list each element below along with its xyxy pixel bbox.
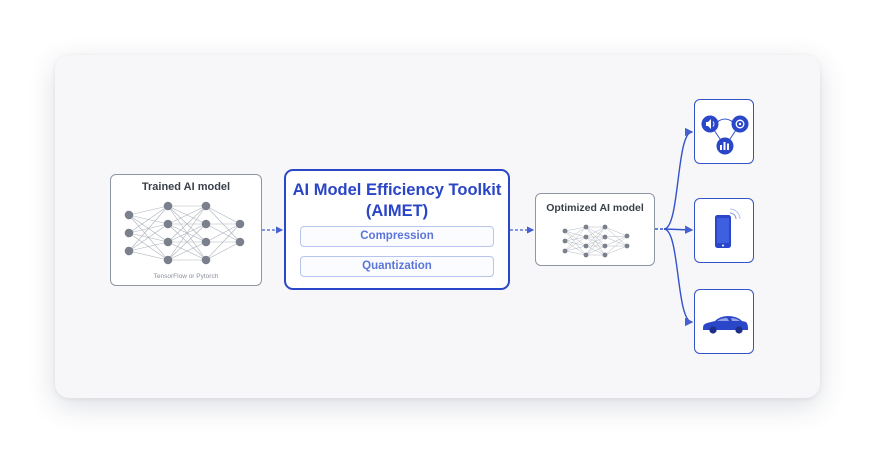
network-edge xyxy=(564,240,587,256)
network-node xyxy=(201,237,211,247)
trained-model-box: Trained AI model TensorFlow or Pytorch xyxy=(110,174,262,286)
trained-model-subtitle: TensorFlow or Pytorch xyxy=(153,273,219,280)
network-edge xyxy=(564,240,587,247)
network-node xyxy=(163,219,173,229)
network-node xyxy=(562,248,568,254)
network-edge xyxy=(585,226,606,238)
network-node xyxy=(124,210,134,220)
network-edge xyxy=(585,236,606,256)
network-node xyxy=(624,233,630,239)
network-edge xyxy=(205,241,241,261)
network-edge xyxy=(564,226,587,252)
aimet-title-line1: AI Model Efficiency Toolkit xyxy=(292,181,502,199)
network-node xyxy=(602,224,608,230)
network-node xyxy=(624,243,630,249)
trained-network-icon xyxy=(124,201,245,265)
iot-devices-icon xyxy=(701,115,749,155)
network-edge xyxy=(585,245,606,256)
aimet-title: AI Model Efficiency Toolkit (AIMET) xyxy=(286,180,508,222)
network-node xyxy=(583,243,589,249)
network-edge xyxy=(564,226,587,232)
network-edge xyxy=(585,226,606,256)
network-node xyxy=(562,238,568,244)
network-node xyxy=(235,219,245,229)
network-node xyxy=(124,228,134,238)
network-edge xyxy=(604,235,628,238)
network-edge xyxy=(604,245,628,256)
network-node xyxy=(163,201,173,211)
network-edge xyxy=(128,205,169,216)
network-node xyxy=(163,255,173,265)
car-icon xyxy=(703,316,748,334)
network-edge xyxy=(128,223,169,252)
network-node xyxy=(235,237,245,247)
network-edge xyxy=(585,226,606,247)
optimized-network-icon xyxy=(562,224,630,258)
device-iot-box xyxy=(694,99,754,164)
network-edge xyxy=(205,205,241,225)
network-edge xyxy=(205,223,241,243)
network-node xyxy=(201,219,211,229)
network-edge xyxy=(604,235,628,256)
network-edge xyxy=(167,205,207,261)
network-edge xyxy=(167,223,207,261)
network-node xyxy=(562,228,568,234)
speaker-icon xyxy=(701,115,719,133)
network-edge xyxy=(604,226,628,237)
network-edge xyxy=(564,230,587,256)
optimized-model-title: Optimized AI model xyxy=(546,202,644,214)
network-edge xyxy=(167,205,207,243)
network-node xyxy=(124,246,134,256)
network-edge xyxy=(564,236,587,252)
device-car-box xyxy=(694,289,754,354)
network-edge xyxy=(585,236,606,247)
network-node xyxy=(163,237,173,247)
network-edge xyxy=(564,250,587,256)
network-edge xyxy=(128,205,169,234)
network-edge xyxy=(604,236,628,247)
network-edge xyxy=(167,205,207,225)
network-edge xyxy=(167,241,207,261)
camera-icon xyxy=(731,115,749,133)
network-node xyxy=(602,252,608,258)
network-edge xyxy=(564,226,587,242)
network-edge xyxy=(128,250,169,261)
network-node xyxy=(583,224,589,230)
aimet-title-line2: (AIMET) xyxy=(365,202,429,220)
quantization-pill: Quantization xyxy=(300,256,494,277)
network-edge xyxy=(564,230,587,247)
device-phone-box xyxy=(694,198,754,263)
network-edge xyxy=(564,245,587,252)
network-node xyxy=(602,234,608,240)
trained-model-title: Trained AI model xyxy=(141,181,231,193)
smartphone-icon xyxy=(715,208,741,248)
network-node xyxy=(602,243,608,249)
chart-icon xyxy=(716,137,734,155)
network-edge xyxy=(604,235,628,247)
network-edge xyxy=(128,205,169,252)
network-edge xyxy=(205,223,241,261)
network-node xyxy=(201,201,211,211)
network-node xyxy=(201,255,211,265)
network-edge xyxy=(128,241,169,252)
compression-pill: Compression xyxy=(300,226,494,247)
optimized-model-box: Optimized AI model xyxy=(535,193,655,266)
aimet-box: AI Model Efficiency Toolkit (AIMET) Comp… xyxy=(284,169,510,290)
network-node xyxy=(583,234,589,240)
network-node xyxy=(583,252,589,258)
